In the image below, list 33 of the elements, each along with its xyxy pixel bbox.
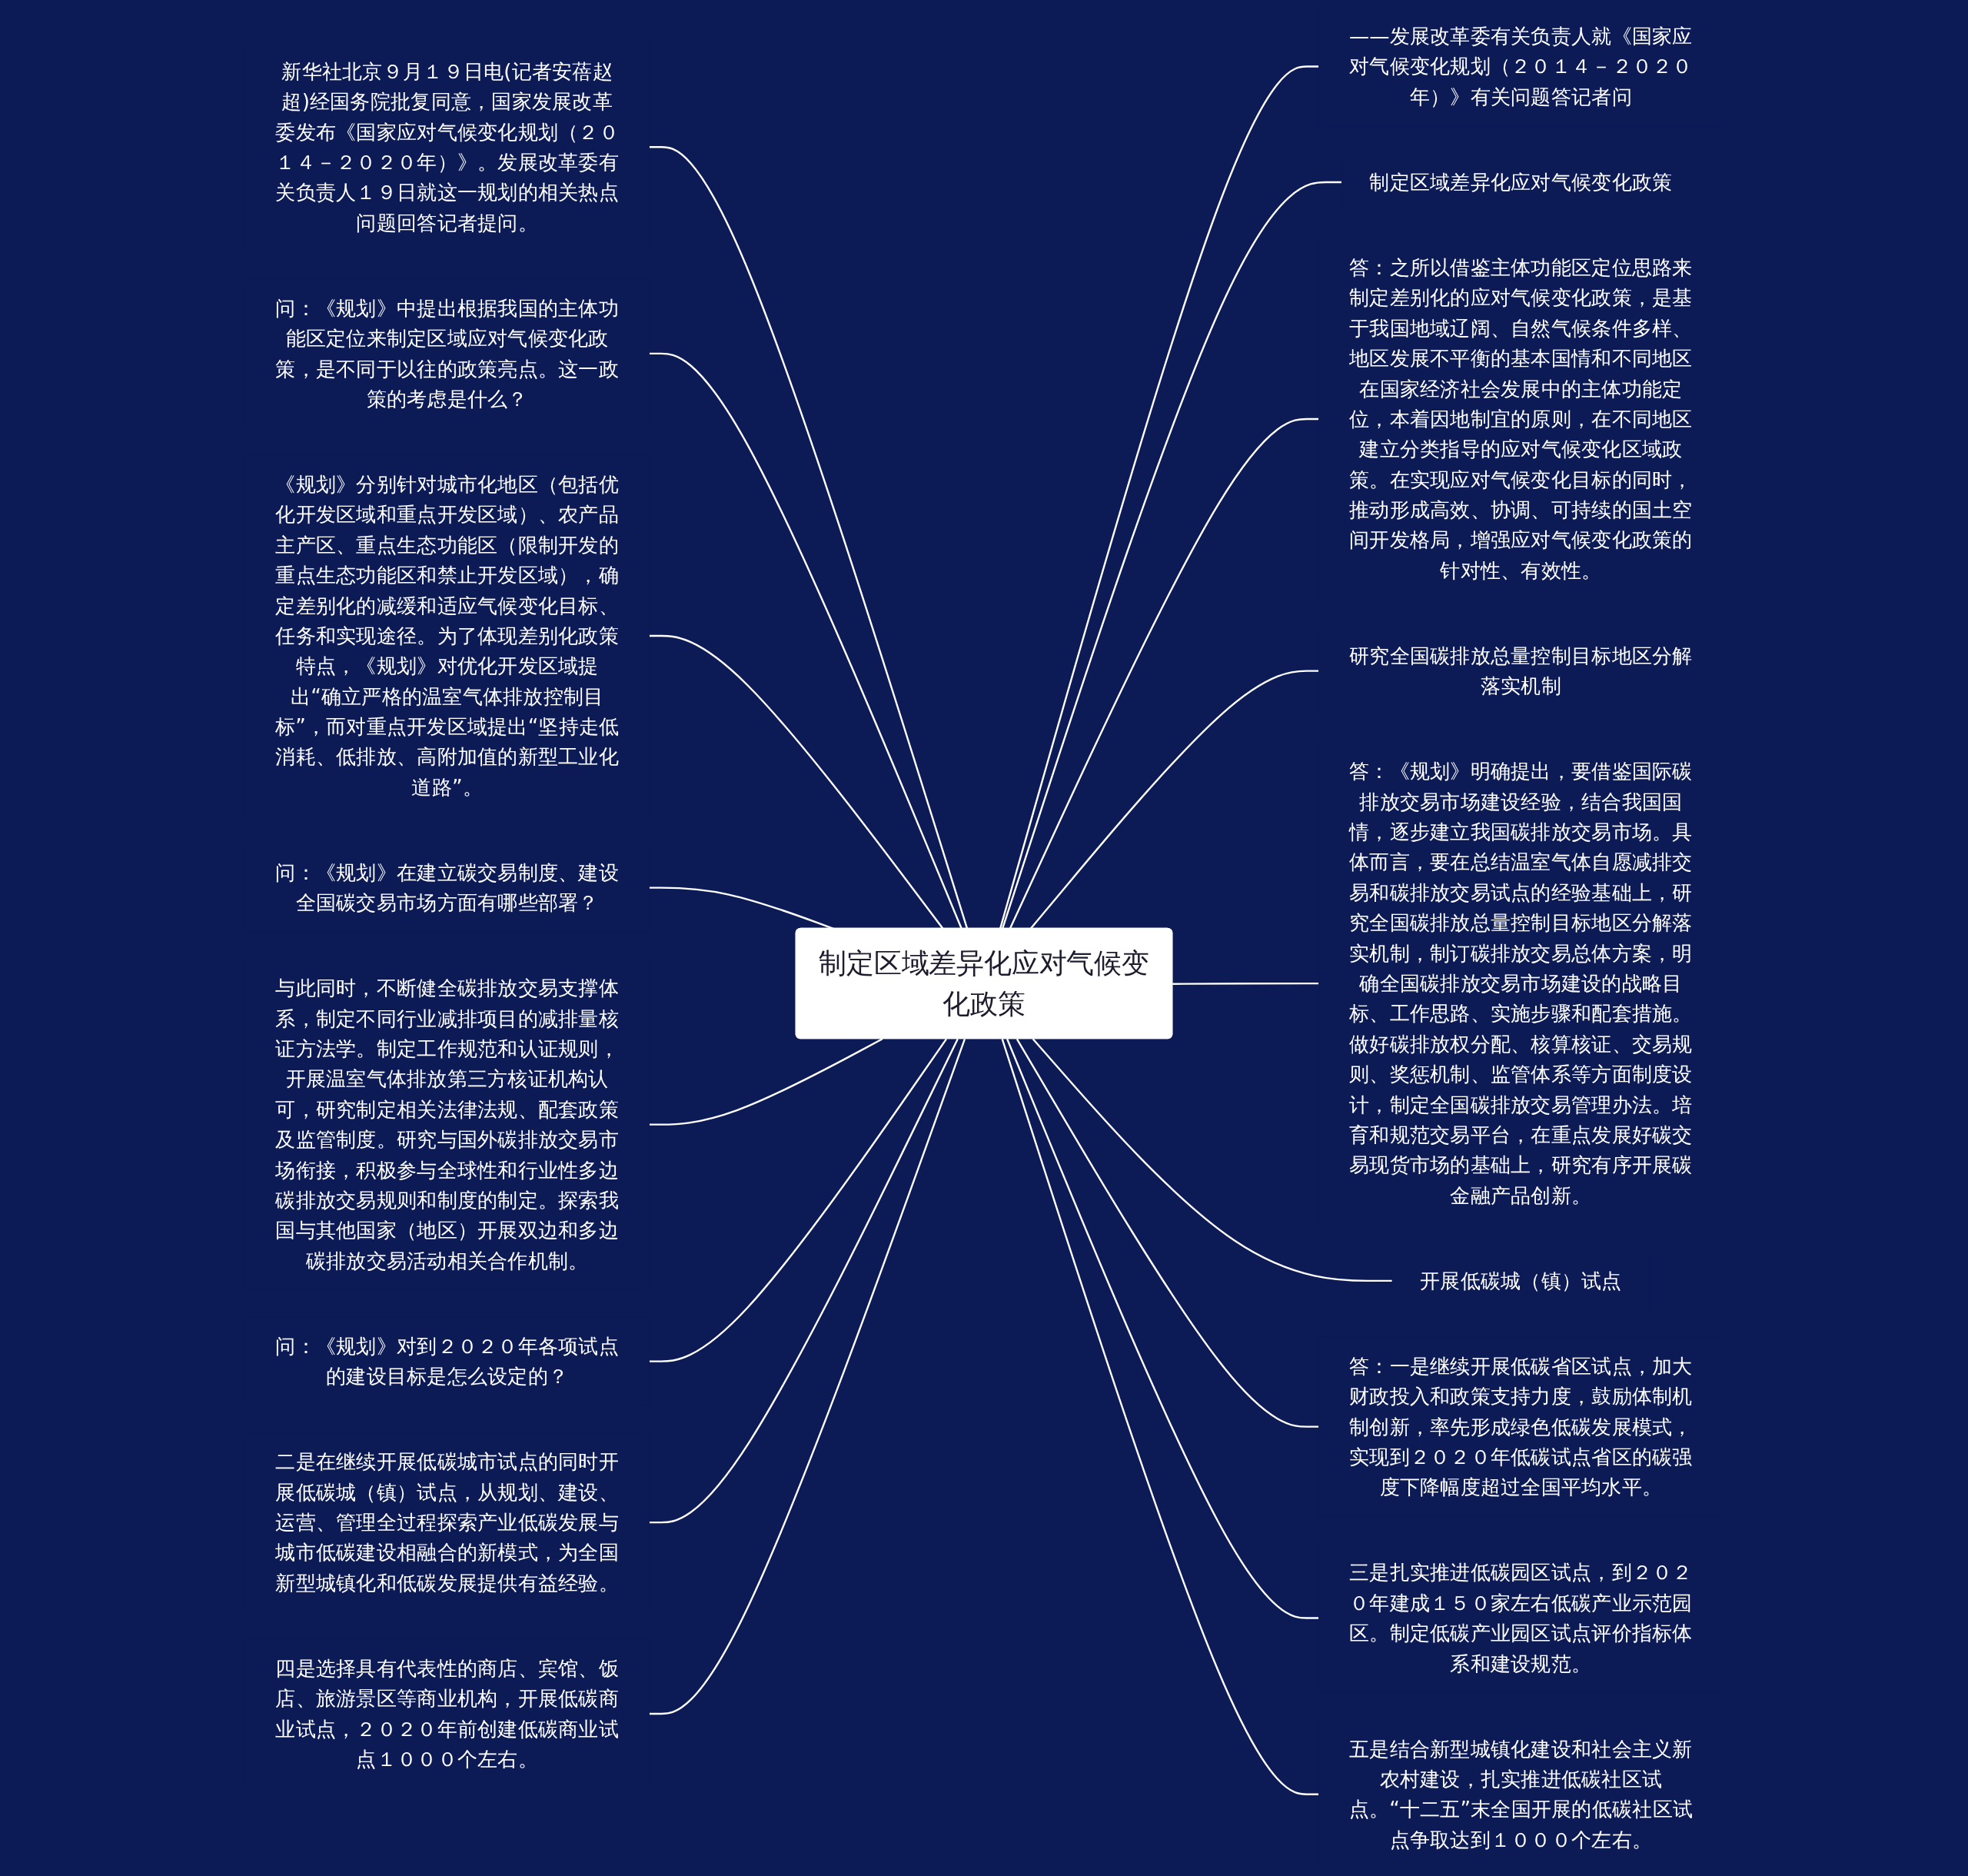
node-text: 开展低碳城（镇）试点 xyxy=(1420,1269,1622,1292)
node-text: 答：《规划》明确提出，要借鉴国际碳排放交易市场建设经验，结合我国国情，逐步建立我国碳排放交易市场。具体而言，要在总结温室气体自愿减排交易和碳排放交易试点的经验基础上，研究全国碳排放总量控制目标地区分解落实机制，制订碳排放交易总体方案，明确全国碳排放交易市场建设的战略目标、工作思路、实施步骤和配套措施。做好碳排放权分配、核算核证、交易规则、奖惩机制、监管体系等方面制度设计，制定全国碳排放交易管理办法。培育和规范交易平台，在重点发展好碳交易现货市场的基础上，研究有序开展碳金融产品创新。 xyxy=(1349,760,1693,1207)
connector xyxy=(1001,1038,1319,1795)
node-text: 《规划》分别针对城市化地区（包括优化开发区域和重点开发区域）、农产品主产区、重点生态功能区（限制开发的重点生态功能区和禁止开发区域），确定差别化的减缓和适应气候变化目标、任务和实现途径。为了体现差别化政策特点，《规划》对优化开发区域提出“确立严格的温室气体排放控制目标”，而对重点开发区域提出“坚持走低消耗、低排放、高附加值的新型工业化道路”。 xyxy=(274,473,620,799)
connector xyxy=(649,146,969,930)
node-text: 问：《规划》对到２０２０年各项试点的建设目标是怎么设定的？ xyxy=(275,1334,619,1389)
node-text: 三是扎实推进低碳园区试点，到２０２０年建成１５０家左右低碳产业示范园区。制定低碳产业园区试点评价指标体系和建设规范。 xyxy=(1349,1561,1693,1675)
node-text: 新华社北京９月１９日电(记者安蓓赵超)经国务院批复同意，国家发展改革委发布《国家应对气候变化规划（２０１４－２０２０年）》。发展改革委有关负责人１９日就这一规划的相关热点问题回答记者提问。 xyxy=(275,59,619,234)
connector xyxy=(1001,181,1342,930)
node-text: 五是结合新型城镇化建设和社会主义新农村建设，扎实推进低碳社区试点。“十二五”末全国开展的低碳社区试点争取达到１０００个左右。 xyxy=(1348,1737,1694,1851)
connector xyxy=(649,1038,959,1524)
node-text: 二是在继续开展低碳城市试点的同时开展低碳城（镇）试点，从规划、建设、运营、管理全过程探索产业低碳发展与城市低碳建设相融合的新模式，为全国新型城镇化和低碳发展提供有益经验。 xyxy=(275,1450,619,1595)
node-text: 四是选择具有代表性的商店、宾馆、饭店、旅游景区等商业机构，开展低碳商业试点，２０２０年前创建低碳商业试点１０００个左右。 xyxy=(275,1657,619,1771)
node-text: 答：之所以借鉴主体功能区定位思路来制定差别化的应对气候变化政策，是基于我国地域辽阔、自然气候条件多样、地区发展不平衡的基本国情和不同地区在国家经济社会发展中的主体功能定位，本着因地制宜的原则，在不同地区建立分类指导的应对气候变化区域政策。在实现应对气候变化目标的同时，推动形成高效、协调、可持续的国土空间开发格局，增强应对气候变化政策的针对性、有效性。 xyxy=(1349,256,1693,582)
connector xyxy=(1009,417,1319,930)
connector xyxy=(999,65,1319,930)
connector xyxy=(1016,1038,1319,1428)
connector xyxy=(1032,1038,1393,1282)
node-text: 问：《规划》在建立碳交易制度、建设全国碳交易市场方面有哪些部署？ xyxy=(275,861,619,915)
connector xyxy=(649,1038,947,1362)
connector xyxy=(1029,670,1319,930)
node-text: 制定区域差异化应对气候变化政策 xyxy=(1369,171,1673,194)
connector xyxy=(1172,982,1319,985)
node-text: ——发展改革委有关负责人就《国家应对气候变化规划（２０１４－２０２０年）》有关问题答记者问 xyxy=(1349,25,1693,108)
connector xyxy=(649,352,962,930)
node-text: 与此同时，不断健全碳排放交易支撑体系，制定不同行业减排项目的减排量核证方法学。制定工作规范和认证规则，开展温室气体排放第三方核证机构认可，研究制定相关法律法规、配套政策及监管制度。研究与国外碳排放交易市场衔接，积极参与全球性和行业性多边碳排放交易规则和制度的制定。探索我国与其他国家（地区）开展双边和多边碳排放交易活动相关合作机制。 xyxy=(275,976,619,1272)
connector xyxy=(649,1038,883,1126)
node-text: 研究全国碳排放总量控制目标地区分解落实机制 xyxy=(1349,644,1693,698)
node-text: 问：《规划》中提出根据我国的主体功能区定位来制定区域应对气候变化政策，是不同于以往的政策亮点。这一政策的考虑是什么？ xyxy=(275,296,619,411)
node-text: 答：一是继续开展低碳省区试点，加大财政投入和政策支持力度，鼓励体制机制创新，率先形成绿色低碳发展模式，实现到２０２０年低碳试点省区的碳强度下降幅度超过全国平均水平。 xyxy=(1349,1354,1693,1499)
connector xyxy=(649,1038,966,1715)
connector xyxy=(1006,1038,1319,1619)
connector xyxy=(649,634,944,930)
